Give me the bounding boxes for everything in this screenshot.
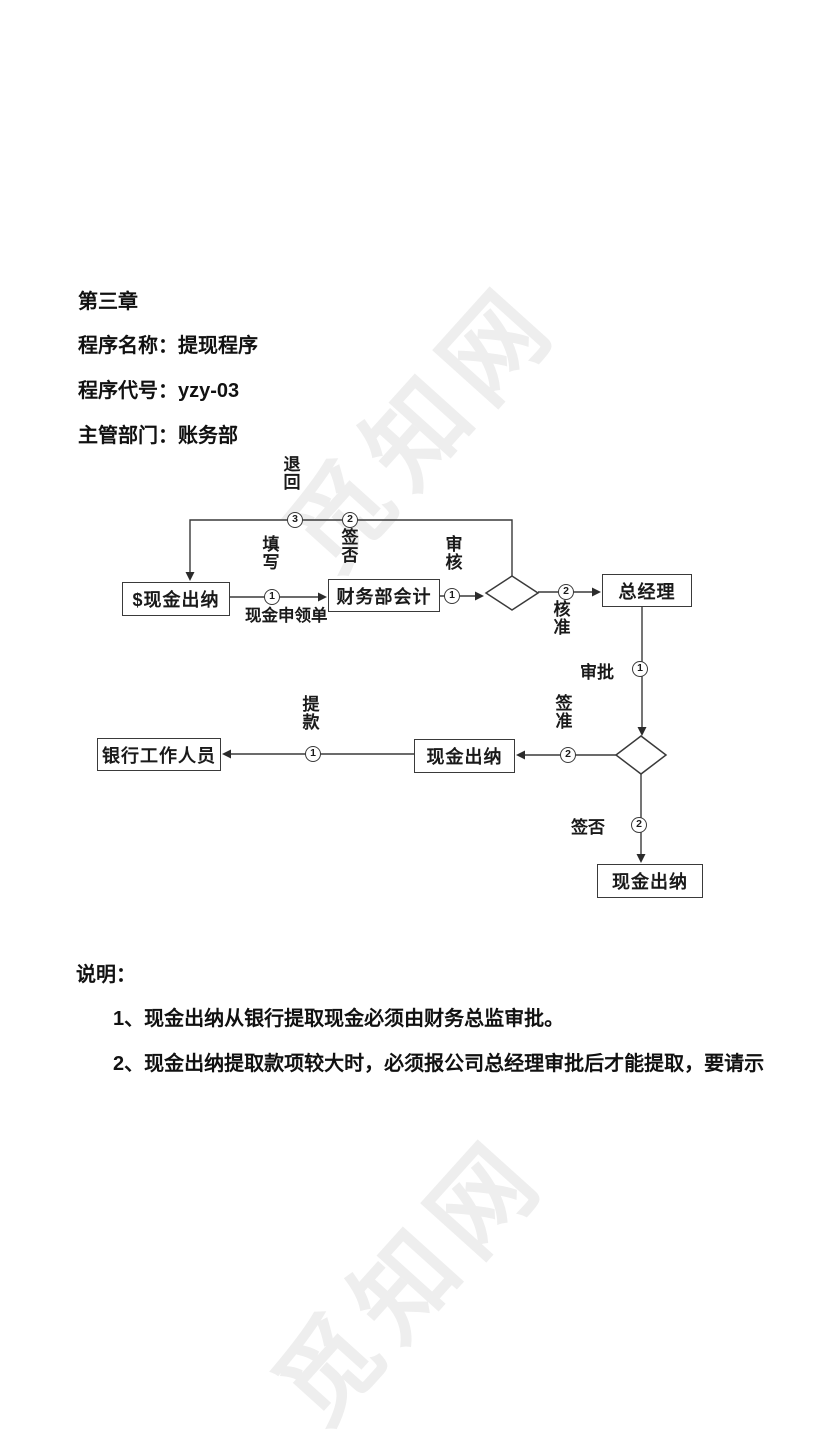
step-circle-3-return: 3 bbox=[287, 512, 303, 528]
label-return-back: 退回 bbox=[283, 455, 301, 492]
chapter-heading: 第三章 bbox=[78, 291, 138, 313]
label-fill-in: 填写 bbox=[262, 535, 280, 572]
step-circle-1-cash-form: 1 bbox=[264, 589, 280, 605]
note-item-1: 1、现金出纳从银行提取现金必须由财务总监审批。 bbox=[113, 1008, 565, 1030]
edge-cashier-mid-to-bank bbox=[222, 749, 414, 759]
node-cashier-start: $现金出纳 bbox=[122, 582, 230, 616]
label-cash-request-form: 现金申领单 bbox=[245, 607, 328, 625]
procedure-name-line: 程序名称：提现程序 bbox=[78, 335, 258, 357]
label-sign-approve: 签准 bbox=[555, 694, 573, 731]
label-sign-reject-bottom: 签否 bbox=[571, 818, 605, 837]
document-page: { "watermark": { "text": "觅知网" }, "heade… bbox=[76, 263, 765, 1446]
label-approve: 核准 bbox=[553, 600, 571, 637]
node-finance-accountant: 财务部会计 bbox=[328, 579, 440, 612]
step-circle-2-sign-reject-bottom: 2 bbox=[631, 817, 647, 833]
note-item-2: 2、现金出纳提取款项较大时，必须报公司总经理审批后才能提取，要请示 bbox=[113, 1053, 765, 1075]
label-review: 审核 bbox=[445, 535, 463, 572]
label-approval: 审批 bbox=[580, 663, 614, 682]
label-sign-reject-top: 签否 bbox=[341, 528, 359, 565]
node-bank-staff: 银行工作人员 bbox=[97, 738, 221, 771]
step-circle-2-approve: 2 bbox=[558, 584, 574, 600]
step-circle-1-withdraw: 1 bbox=[305, 746, 321, 762]
step-circle-1-review: 1 bbox=[444, 588, 460, 604]
node-cashier-end: 现金出纳 bbox=[597, 864, 703, 898]
department-line: 主管部门：账务部 bbox=[78, 425, 238, 447]
label-withdraw: 提款 bbox=[302, 695, 320, 732]
node-general-manager: 总经理 bbox=[602, 574, 692, 607]
step-circle-2-sign-approve: 2 bbox=[560, 747, 576, 763]
step-circle-1-approval: 1 bbox=[632, 661, 648, 677]
notes-title: 说明： bbox=[76, 964, 136, 986]
node-cashier-mid: 现金出纳 bbox=[414, 739, 515, 773]
decision-diamond-approval bbox=[614, 735, 668, 775]
flowchart-canvas bbox=[185, 519, 668, 863]
decision-diamond-review bbox=[484, 575, 540, 611]
procedure-code-line: 程序代号：yzy-03 bbox=[78, 380, 240, 402]
edge-decision2-to-cashier-end bbox=[636, 774, 646, 863]
step-circle-2-sign-reject-top: 2 bbox=[342, 512, 358, 528]
